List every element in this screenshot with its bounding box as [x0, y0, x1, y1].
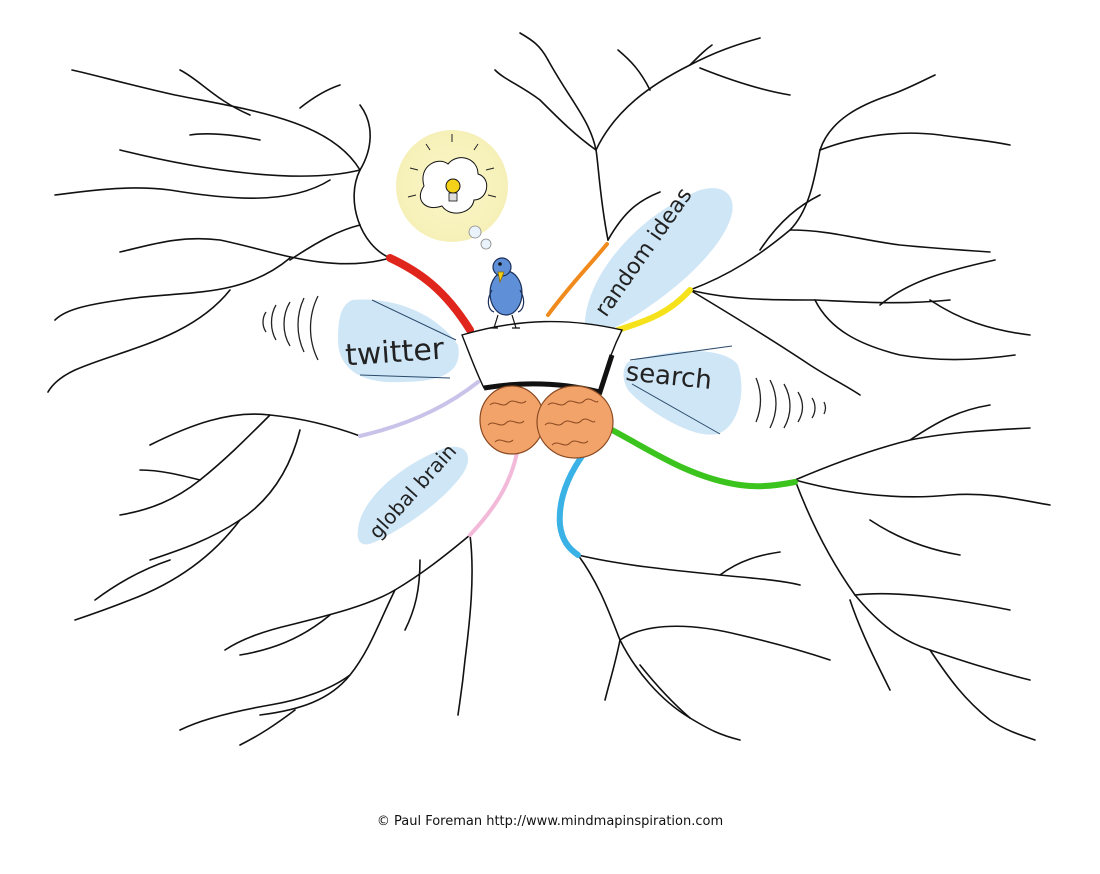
global-brain-bubble [357, 446, 469, 545]
random-ideas-bubble [584, 188, 733, 334]
branch-tree-bottom-left [179, 534, 473, 746]
branch-orange [546, 242, 609, 317]
branch-green [609, 427, 798, 490]
branch-red [386, 254, 474, 334]
branch-pink [468, 446, 520, 537]
twitter-label-group: twitter [262, 295, 459, 383]
branch-tree-top [494, 32, 791, 241]
copyright-credit: © Paul Foreman http://www.mindmapinspira… [376, 814, 724, 829]
branch-yellow [615, 287, 693, 333]
global-brain-label-group: global brain [357, 439, 469, 545]
branch-tree-bottom [577, 551, 831, 741]
branch-tree-right-bottom [794, 404, 1051, 741]
bird-icon [487, 257, 525, 329]
lightbulb-icon [396, 130, 508, 250]
search-bubble [623, 351, 742, 435]
branch-cyan [556, 449, 588, 558]
paper-sheet [461, 320, 624, 393]
search-label-group: search [623, 345, 827, 435]
twitter-label: twitter [344, 332, 446, 374]
branch-lavender [358, 380, 480, 438]
twitter-bubble [338, 299, 459, 383]
branch-tree-right-top [689, 74, 1031, 396]
brain-icon [479, 385, 614, 459]
branch-tree-left [74, 413, 361, 621]
branch-tree-top-left [47, 69, 391, 393]
main-branches [358, 242, 798, 558]
central-image [396, 130, 624, 459]
